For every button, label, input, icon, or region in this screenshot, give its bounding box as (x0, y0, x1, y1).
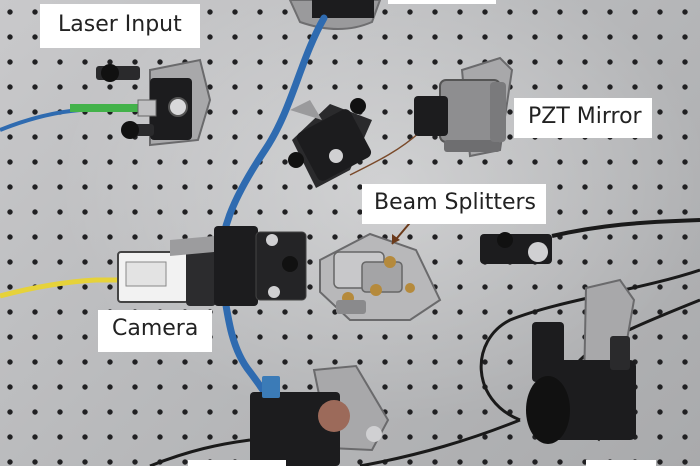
right-fiber-mount (480, 218, 700, 264)
label-beam-splitters: Beam Splitters (362, 184, 546, 224)
top-fiber-mount (288, 0, 382, 30)
camera-body (117, 236, 216, 306)
pzt-mirror-mount (414, 56, 514, 158)
blue-fiber-left (0, 108, 81, 132)
blue-fiber-cable (217, 14, 328, 414)
laser-input-mount (70, 58, 212, 147)
label-tab-top (388, 0, 496, 4)
black-cable-3 (359, 418, 521, 466)
photodetector-mount (526, 278, 636, 444)
black-cable-4 (149, 438, 251, 466)
yellow-fiber-cable (0, 277, 120, 299)
camera-lens-mount (214, 226, 307, 306)
bottom-mirror-mount (250, 364, 390, 466)
black-cable-1 (479, 268, 700, 422)
label-pzt-mirror: PZT Mirror (514, 98, 652, 138)
label-tab-bottom-right (586, 460, 656, 466)
label-camera: Camera (98, 310, 213, 352)
beam-splitter-mount (319, 232, 442, 321)
pzt-wire (349, 131, 421, 176)
label-laser-input: Laser Input (40, 4, 200, 48)
label-tab-bottom-left (188, 460, 286, 466)
mirror-mount-center (288, 98, 372, 188)
